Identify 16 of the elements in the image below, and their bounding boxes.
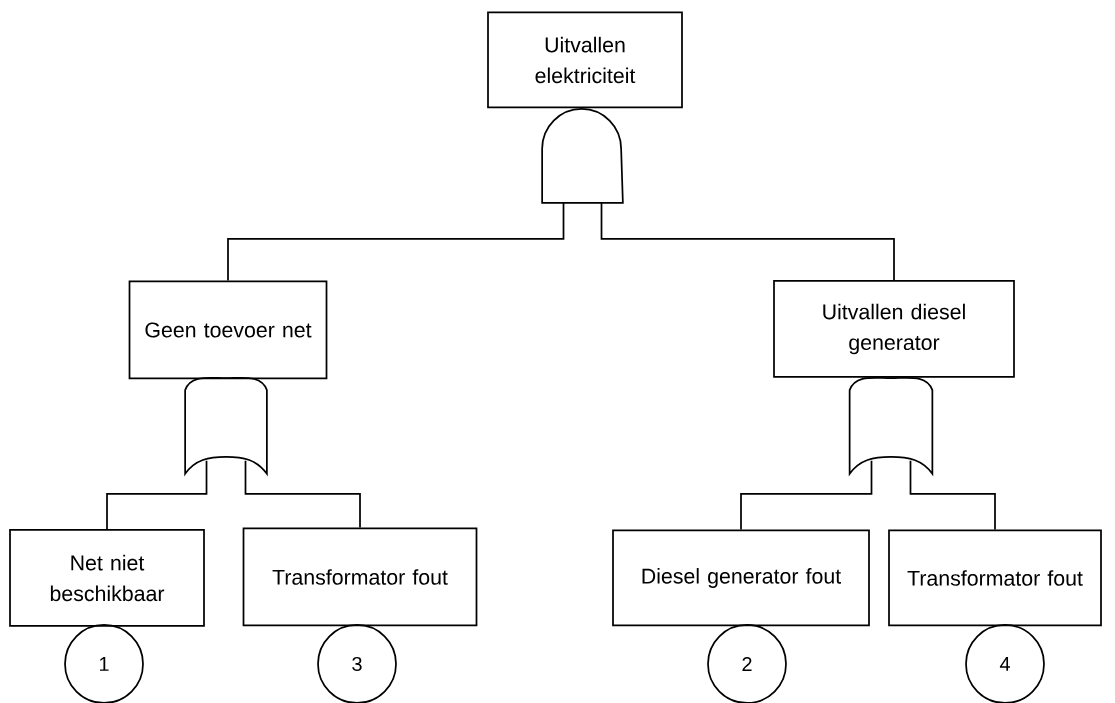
connector-line <box>106 460 208 530</box>
or-gate <box>848 376 934 475</box>
connector-line <box>909 460 996 531</box>
or-gate <box>184 376 268 475</box>
connector-line <box>244 460 361 529</box>
event-box: Transformator fout <box>242 527 478 627</box>
event-box: Uitvallen elektriciteit <box>487 11 683 109</box>
event-box: Net niet beschikbaar <box>9 529 205 627</box>
connector-line <box>740 460 873 531</box>
event-box: Uitvallen diesel generator <box>773 280 1015 378</box>
connector-line <box>600 202 895 281</box>
connector-line <box>227 202 565 282</box>
event-box: Transformator fout <box>888 529 1102 627</box>
and-gate <box>541 108 624 204</box>
event-box: Diesel generator fout <box>612 529 870 627</box>
event-box: Geen toevoer net <box>128 280 328 380</box>
